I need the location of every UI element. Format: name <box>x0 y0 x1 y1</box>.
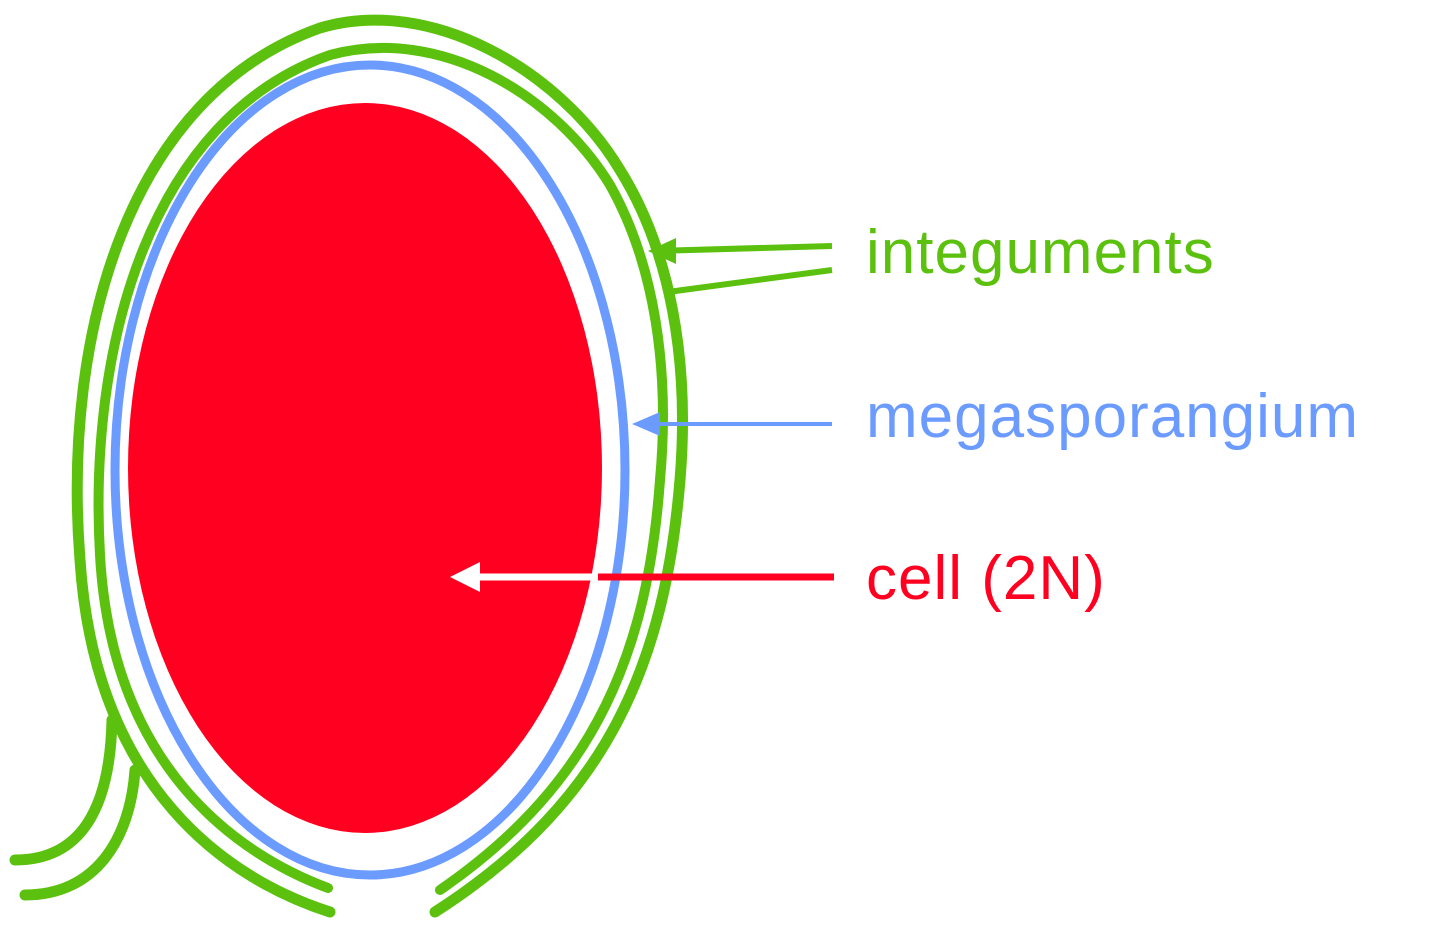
cell-arrowhead <box>450 562 480 592</box>
megasporangium-label: megasporangium <box>866 382 1360 451</box>
megasporangium-wall <box>110 60 630 880</box>
stalk-outer <box>9 714 118 866</box>
megasporangium-arrowhead <box>632 412 660 436</box>
inner-integument <box>93 42 668 895</box>
cell-body <box>128 103 602 833</box>
integuments-label: integuments <box>866 218 1215 287</box>
cell-label: cell (2N) <box>866 544 1106 613</box>
integuments-pointer-upper <box>653 243 833 254</box>
integuments-pointer-lower <box>667 267 833 295</box>
integuments-arrowhead-upper <box>648 238 676 264</box>
stalk-inner <box>19 764 141 901</box>
